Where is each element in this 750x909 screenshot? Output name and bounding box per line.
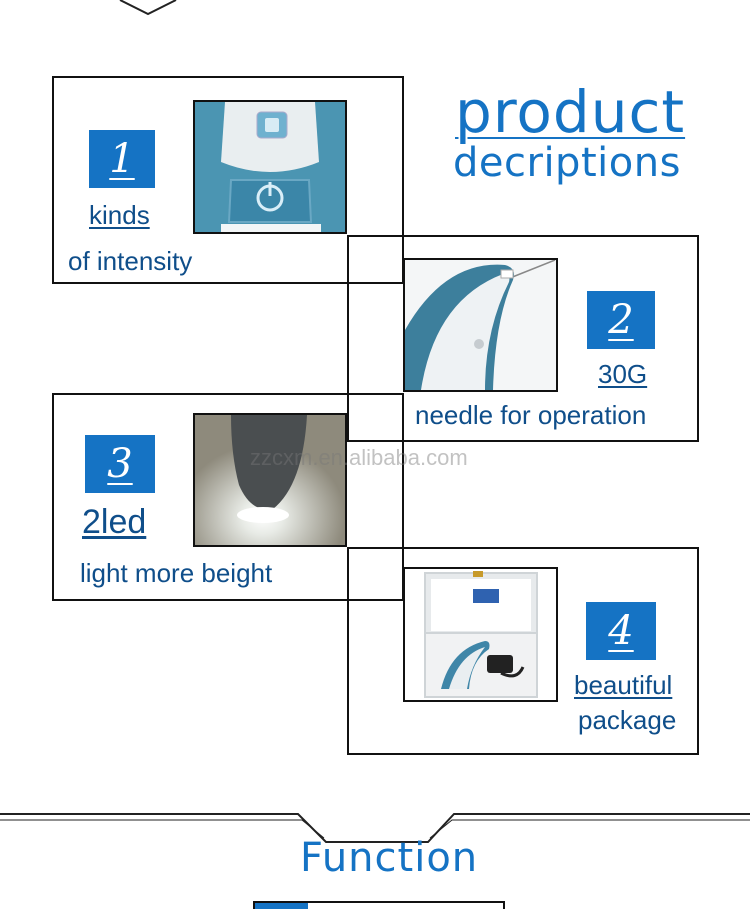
feature-2-number-badge: 2 <box>587 291 655 349</box>
feature-4-label-sub: package <box>578 705 677 735</box>
feature-3-label-sub: light more beight <box>80 558 273 588</box>
footer-tab-strip <box>253 901 505 909</box>
feature-2-label-sub: needle for operation <box>415 400 647 430</box>
footer-divider <box>0 813 750 843</box>
feature-4-frame <box>347 547 699 755</box>
feature-3-number-badge: 3 <box>85 435 155 493</box>
footer-tab-active <box>253 901 308 909</box>
feature-2-frame <box>347 235 699 442</box>
footer-section-title: Function <box>300 835 479 881</box>
top-chevron-icon <box>119 0 177 16</box>
feature-3-frame <box>52 393 404 601</box>
feature-3-photo <box>193 413 347 547</box>
feature-1-photo <box>193 100 347 234</box>
watermark: zzcxm.en.alibaba.com <box>250 445 468 470</box>
feature-2-photo <box>403 258 558 392</box>
feature-4-photo <box>403 567 558 702</box>
feature-3-label-main: 2led <box>82 503 147 541</box>
feature-1-frame <box>52 76 404 284</box>
feature-1-label-sub: of intensity <box>68 246 193 276</box>
feature-2-label-main: 30G <box>598 359 648 389</box>
feature-1-number-badge: 1 <box>89 130 155 188</box>
section-title-line1: product <box>455 78 686 146</box>
feature-1-label-main: kinds <box>89 200 150 230</box>
feature-4-label-main: beautiful <box>574 670 673 700</box>
feature-4-number-badge: 4 <box>586 602 656 660</box>
section-title-line2: decriptions <box>453 140 681 186</box>
